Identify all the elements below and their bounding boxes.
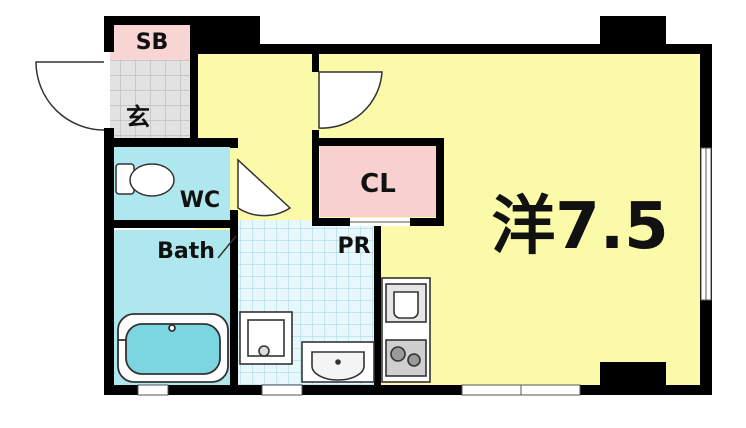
toilet-label: WC (180, 188, 220, 213)
shoe-box-label: SB (136, 30, 169, 55)
exterior-walls (104, 16, 712, 395)
shoe-box-area (110, 24, 192, 60)
entrance-door (35, 61, 105, 131)
bath-door (217, 235, 237, 259)
bathtub (117, 313, 229, 383)
washbasin (301, 341, 375, 383)
entrance-floor (110, 60, 192, 138)
closet-label: CL (360, 169, 396, 199)
room-door (318, 71, 383, 129)
entrance-label: 玄 (126, 103, 150, 131)
washing-machine-pan (239, 311, 293, 365)
toilet-fixture (115, 163, 175, 197)
kitchen-stove (381, 277, 431, 383)
closet-floor (320, 145, 436, 217)
windows (137, 147, 712, 396)
powder-room-label: PR (337, 234, 370, 259)
toilet-door (237, 158, 292, 217)
bath-label: Bath (157, 239, 215, 264)
western-room-label: 洋7.5 (491, 190, 668, 264)
